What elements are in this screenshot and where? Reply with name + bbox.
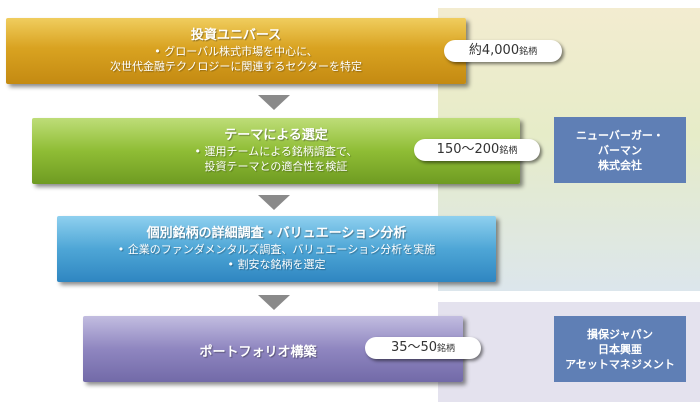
company-name-line: バーマン (597, 143, 642, 157)
company-box-neuberger-berman: ニューバーガー・ バーマン 株式会社 (554, 117, 686, 183)
stage-desc-line: 投資テーマとの適合性を検証 (204, 160, 348, 173)
stage-investment-universe: 投資ユニバース • グローバル株式市場を中心に、 次世代金融テクノロジーに関連す… (6, 18, 466, 84)
stage-desc-line: • 運用チームによる銘柄調査で、 (194, 145, 358, 158)
stock-unit: 銘柄 (499, 146, 518, 156)
company-name-line: アセットマネジメント (565, 357, 675, 371)
stage-desc-line: 次世代金融テクノロジーに関連するセクターを特定 (110, 60, 362, 73)
stock-unit: 銘柄 (437, 344, 456, 354)
stage-desc-line: • 企業のファンダメンタルズ調査、バリュエーション分析を実施 (117, 243, 436, 256)
company-name-line: 株式会社 (597, 158, 642, 172)
stock-count-badge: 35～50銘柄 (365, 337, 481, 359)
stock-count: 150～200 (436, 142, 500, 157)
stock-count: 35～50 (390, 340, 438, 355)
stage-desc-line: • 割安な銘柄を選定 (227, 258, 326, 271)
stage-detailed-research: 個別銘柄の詳細調査・バリュエーション分析 • 企業のファンダメンタルズ調査、バリ… (57, 216, 496, 282)
down-arrow-icon (258, 195, 290, 210)
company-name-line: ニューバーガー・ (576, 128, 664, 142)
stage-title: 投資ユニバース (190, 28, 282, 43)
stock-count-badge: 150～200銘柄 (414, 139, 540, 161)
stock-count-badge: 約4,000銘柄 (444, 40, 562, 62)
stage-title: ポートフォリオ構築 (199, 345, 317, 360)
company-name-line: 損保ジャパン (587, 327, 653, 341)
stage-desc-line: • グローバル株式市場を中心に、 (154, 45, 318, 58)
stock-unit: 銘柄 (519, 47, 538, 57)
stage-title: テーマによる選定 (224, 128, 328, 143)
company-name-line: 日本興亜 (598, 342, 642, 356)
stage-title: 個別銘柄の詳細調査・バリュエーション分析 (146, 226, 407, 241)
down-arrow-icon (258, 95, 290, 110)
down-arrow-icon (258, 295, 290, 310)
company-box-sompo-japan: 損保ジャパン 日本興亜 アセットマネジメント (554, 316, 686, 382)
stock-count: 約4,000 (468, 43, 520, 58)
